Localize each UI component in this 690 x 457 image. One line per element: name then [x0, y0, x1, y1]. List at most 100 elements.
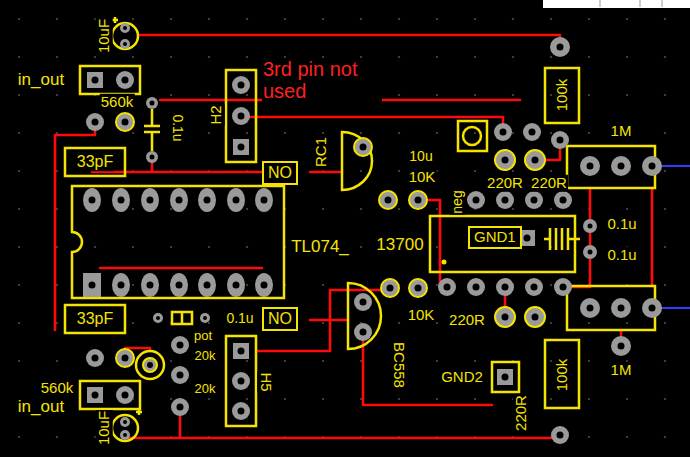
silkscreen-label: 220R: [486, 175, 524, 192]
copper-trace: [310, 319, 348, 322]
silkscreen-outline: [567, 286, 655, 330]
solder-pad: [502, 314, 509, 321]
silkscreen-outline: [144, 109, 160, 151]
solder-pad: [233, 343, 249, 359]
solder-pad: [360, 299, 367, 306]
solder-pad: [588, 250, 593, 255]
silkscreen-outline: [567, 146, 655, 188]
solder-pad: [525, 150, 545, 170]
solder-pad: [122, 119, 129, 126]
solder-pad: [87, 72, 103, 88]
solder-pad: [227, 188, 245, 212]
solder-pad: [560, 284, 567, 291]
pin-marker: [442, 260, 447, 265]
copper-trace: [92, 171, 262, 174]
solder-pad: [494, 123, 512, 141]
solder-pad: [171, 336, 189, 354]
solder-pad: [118, 282, 125, 289]
solder-pad: [551, 131, 569, 149]
copper-trace: [140, 35, 560, 37]
silkscreen-label: 100k: [554, 78, 571, 113]
solder-pad: [618, 343, 625, 350]
silkscreen-outline: [545, 68, 579, 123]
silkscreen-label: 20k: [194, 349, 217, 363]
solder-pad: [580, 156, 600, 176]
solder-pad: [354, 293, 372, 311]
solder-pad: [116, 113, 134, 131]
solder-pad: [170, 188, 188, 212]
silkscreen-label: 220R: [530, 175, 568, 192]
window-strip: [543, 0, 690, 8]
solder-pad: [112, 273, 130, 297]
solder-pad: [385, 197, 392, 204]
silkscreen-outline: [136, 351, 164, 379]
solder-pad: [177, 404, 184, 411]
solder-pad: [524, 235, 531, 242]
solder-pad: [112, 188, 130, 212]
solder-pad: [233, 139, 249, 155]
box-text: NO: [268, 164, 292, 182]
solder-pad: [238, 144, 245, 151]
solder-pad: [649, 163, 656, 170]
silkscreen-label: 13700: [375, 236, 424, 255]
window-strip: [600, 0, 662, 7]
silkscreen-label: 20k: [194, 382, 217, 396]
solder-pad: [531, 284, 538, 291]
copper-trace: [651, 188, 654, 286]
solder-pad: [523, 123, 541, 141]
silkscreen-outline: [65, 17, 655, 441]
solder-pad: [177, 372, 184, 379]
solder-pad: [123, 433, 127, 437]
silkscreen-label: RC1: [313, 136, 330, 168]
silkscreen-label: neg: [450, 189, 465, 214]
silkscreen-label: 560k: [40, 380, 75, 397]
solder-pad: [204, 282, 211, 289]
solder-pad: [238, 82, 245, 89]
silkscreen-outline: [112, 23, 138, 49]
silkscreen-outline: [342, 132, 372, 190]
solder-pad: [415, 197, 422, 204]
solder-pad: [203, 316, 207, 320]
silkscreen-outline: [458, 121, 487, 151]
silkscreen-label: 0.1u: [606, 216, 637, 233]
solder-pad: [92, 392, 99, 399]
silkscreen-outline: [65, 305, 125, 333]
solder-pad: [649, 305, 656, 312]
solder-pad: [495, 150, 515, 170]
solder-pad: [118, 197, 125, 204]
silkscreen-outline: [172, 312, 192, 324]
copper-trace: [589, 188, 592, 286]
solder-pad: [150, 155, 155, 160]
solder-pad: [177, 342, 184, 349]
copper-trace: [54, 135, 57, 330]
solder-pad: [150, 101, 155, 106]
solder-pad: [204, 197, 211, 204]
solder-pad: [92, 355, 99, 362]
silkscreen-outline: [430, 216, 575, 272]
solder-pad: [255, 188, 273, 212]
solder-pad: [171, 366, 189, 384]
silkscreen-label: BC558: [391, 341, 408, 389]
silkscreen-label: 0.1u: [606, 247, 637, 264]
solder-pad: [551, 426, 569, 444]
solder-pad: [502, 157, 509, 164]
solder-pad: [238, 408, 245, 415]
solder-pad: [618, 163, 625, 170]
solder-pad: [473, 284, 480, 291]
net-line: [655, 166, 690, 308]
solder-pad: [360, 329, 367, 336]
solder-pad: [198, 188, 216, 212]
silkscreen-outline: [65, 148, 125, 176]
silkscreen-outline: [80, 381, 140, 409]
solder-pad: [444, 284, 451, 291]
solder-pad: [92, 77, 99, 84]
silkscreen-outline: [226, 336, 256, 426]
window-strip: [543, 0, 690, 8]
silkscreen-label: in_out: [17, 71, 65, 90]
solder-pad: [120, 39, 130, 49]
solder-pad: [147, 282, 154, 289]
solder-pad: [381, 279, 399, 297]
solder-pad: [611, 298, 631, 318]
solder-pad: [583, 245, 597, 259]
